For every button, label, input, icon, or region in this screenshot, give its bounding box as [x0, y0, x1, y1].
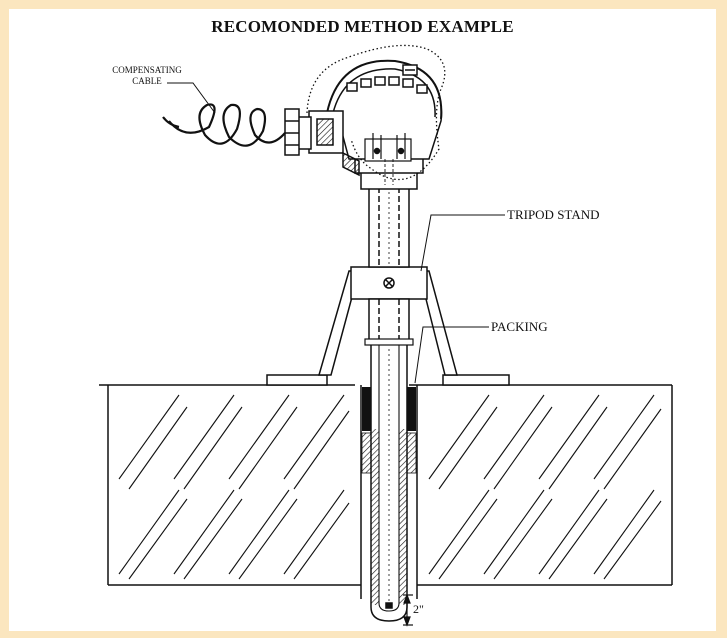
compensating-cable-label-line2: CABLE [132, 76, 162, 86]
thermocouple-installation-diagram: 2" [99, 44, 673, 627]
terminal-head [326, 59, 443, 190]
upper-tube [368, 186, 410, 342]
leader-lines [167, 82, 505, 384]
dimension-label: 2" [413, 602, 424, 616]
dimension-arrow [403, 593, 413, 627]
compensating-cable [162, 103, 286, 147]
thermowell [370, 340, 408, 622]
tripod-stand [266, 266, 510, 386]
tripod-stand-label: TRIPOD STAND [507, 207, 600, 222]
soil-hatch-left [118, 394, 350, 580]
soil-hatch-right [428, 394, 662, 580]
diagram-frame: RECOMONDED METHOD EXAMPLE [9, 9, 716, 631]
diagram-title: RECOMONDED METHOD EXAMPLE [211, 17, 514, 36]
packing [361, 338, 417, 474]
packing-label: PACKING [491, 319, 548, 334]
compensating-cable-label-line1: COMPENSATING [112, 65, 182, 75]
cable-gland [284, 108, 360, 177]
